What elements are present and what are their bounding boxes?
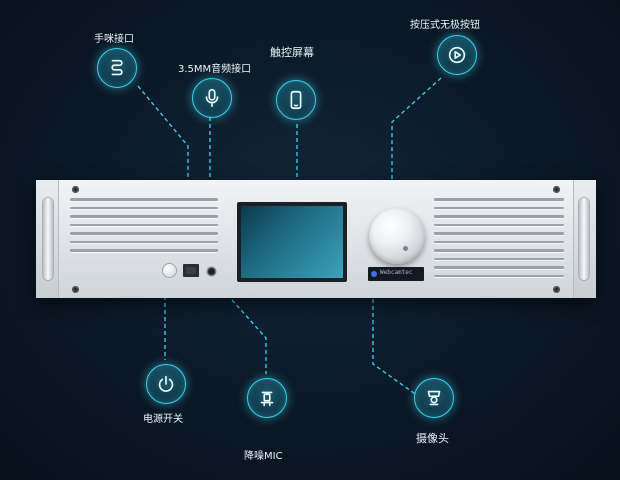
label-handset-port: 手咪接口 <box>94 34 134 45</box>
vent-right <box>434 198 564 283</box>
camera-strip: Webcamtec <box>368 267 424 281</box>
vent-left <box>70 198 218 258</box>
rack-handle-left <box>43 198 53 280</box>
label-camera: 摄像头 <box>416 432 449 445</box>
line-camera <box>372 285 419 397</box>
handset-port[interactable] <box>183 264 199 277</box>
audio-jack[interactable] <box>208 268 215 275</box>
screw <box>553 186 560 193</box>
rack-ear-right <box>573 180 596 298</box>
label-knob-button: 按压式无极按钮 <box>410 20 480 31</box>
rotary-knob[interactable] <box>369 208 425 264</box>
power-button[interactable] <box>163 264 176 277</box>
screw <box>72 286 79 293</box>
camera-icon <box>414 378 454 418</box>
phone-screen-icon <box>276 80 316 120</box>
label-noise-mic: 降噪MIC <box>244 451 283 462</box>
screw <box>72 186 79 193</box>
mic-module-icon <box>247 378 287 418</box>
label-touch-screen: 触控屏幕 <box>270 46 314 59</box>
screw <box>553 286 560 293</box>
power-icon <box>146 364 186 404</box>
play-circle-icon <box>437 35 477 75</box>
rack-handle-right <box>579 198 589 280</box>
camera-strip-text: Webcamtec <box>380 269 413 276</box>
line-mic <box>231 299 267 374</box>
camera-lens <box>371 271 377 277</box>
rack-device: Webcamtec <box>36 180 596 298</box>
microphone-icon <box>192 78 232 118</box>
rack-ear-left <box>36 180 59 298</box>
wave-cable-icon <box>97 48 137 88</box>
label-power-switch: 电源开关 <box>143 414 183 425</box>
label-audio-port: 3.5MM音频接口 <box>178 64 252 75</box>
touch-screen[interactable] <box>237 202 347 282</box>
